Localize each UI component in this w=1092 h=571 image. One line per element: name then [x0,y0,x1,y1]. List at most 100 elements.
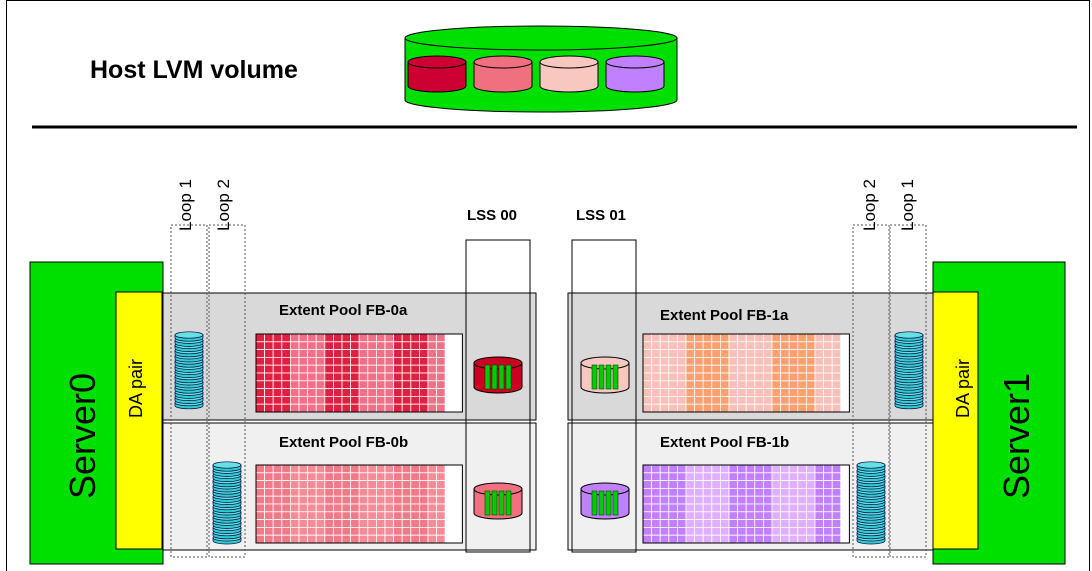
extent-cell [264,333,274,343]
extent-cell [289,380,300,389]
extent-cell [823,333,833,343]
extent-cell [307,534,317,544]
extent-cell [780,356,790,366]
extent-cell [453,333,463,343]
extent-cell [677,534,687,544]
extent-cell [659,356,670,366]
extent-cell [264,527,274,536]
extent-cell [788,511,799,520]
extent-cell [702,372,713,382]
extent-cell [332,534,343,544]
extent-cell [384,388,395,397]
extent-cell [384,495,395,505]
extent-cell [281,519,291,528]
extent-cell [444,403,455,413]
extent-cell [298,534,309,544]
extent-cell [255,349,266,358]
extent-cell [702,388,713,397]
extent-cell [720,333,730,343]
extent-cell [745,333,756,343]
extent-cell [401,511,412,520]
extent-cell [315,534,326,544]
extent-cell [771,372,782,382]
extent-cell [642,388,653,397]
extent-cell [642,503,653,513]
extent-cell [728,519,739,528]
extent-cell [788,403,799,413]
extent-cell [315,341,326,350]
extent-cell [685,403,696,413]
extent-cell [358,333,369,343]
extent-cell [823,364,833,374]
extent-cell [771,349,782,358]
extent-cell [375,464,386,474]
grid-outline [255,464,463,544]
extent-cell [737,480,747,489]
extent-cell [728,527,739,536]
extent-cell [737,487,747,497]
volume-stripe [612,364,619,390]
extent-cell [694,380,704,389]
extent-cell [702,395,713,405]
extent-cell [840,395,850,405]
extent-cell [806,495,816,505]
pool-fb0b-label: Extent Pool FB-0b [279,434,409,451]
extent-cell [324,472,334,481]
extent-cell [264,472,274,481]
extent-cell [737,341,747,350]
da-pair-right-box [932,291,979,550]
extent-cell [831,395,842,405]
extent-cell [728,341,739,350]
extent-cell [393,464,403,474]
extent-cell [754,527,764,536]
extent-cell [763,356,773,366]
extent-cell [375,472,386,481]
extent-cell [427,472,438,481]
extent-cell [814,472,825,481]
extent-cell [418,519,429,528]
extent-cell [255,364,266,374]
extent-cell [720,372,730,382]
volume-stripe [505,490,512,516]
extent-cell [780,380,790,389]
extent-cell [677,480,687,489]
disk-top [174,331,204,339]
extent-cell [375,527,386,536]
extent-cell [720,403,730,413]
extent-cell [720,395,730,405]
extent-cell [831,480,842,489]
extent-cell [806,403,816,413]
extent-cell [797,480,807,489]
extent-cell [788,527,799,536]
extent-cell [651,527,661,536]
extent-cell [410,527,420,536]
disk-top [473,55,533,69]
extent-cell [702,472,713,481]
extent-cell [651,364,661,374]
extent-cell [289,503,300,513]
extent-cell [797,464,807,474]
extent-cell [401,380,412,389]
extent-cell [659,511,670,520]
extent-cell [255,511,266,520]
extent-cell [453,519,463,528]
volume-stripe [591,364,598,390]
disk-top [407,55,467,69]
extent-cell [255,403,266,413]
extent-cell [315,364,326,374]
extent-cell [324,372,334,382]
extent-cell [315,527,326,536]
extent-cell [358,527,369,536]
extent-cell [797,356,807,366]
extent-cell [659,341,670,350]
extent-cell [685,388,696,397]
extent-cell [754,349,764,358]
extent-cell [453,364,463,374]
extent-cell [814,403,825,413]
extent-cell [651,380,661,389]
extent-cell [375,372,386,382]
extent-cell [797,388,807,397]
extent-cell [651,464,661,474]
extent-cell [418,341,429,350]
extent-cell [659,395,670,405]
